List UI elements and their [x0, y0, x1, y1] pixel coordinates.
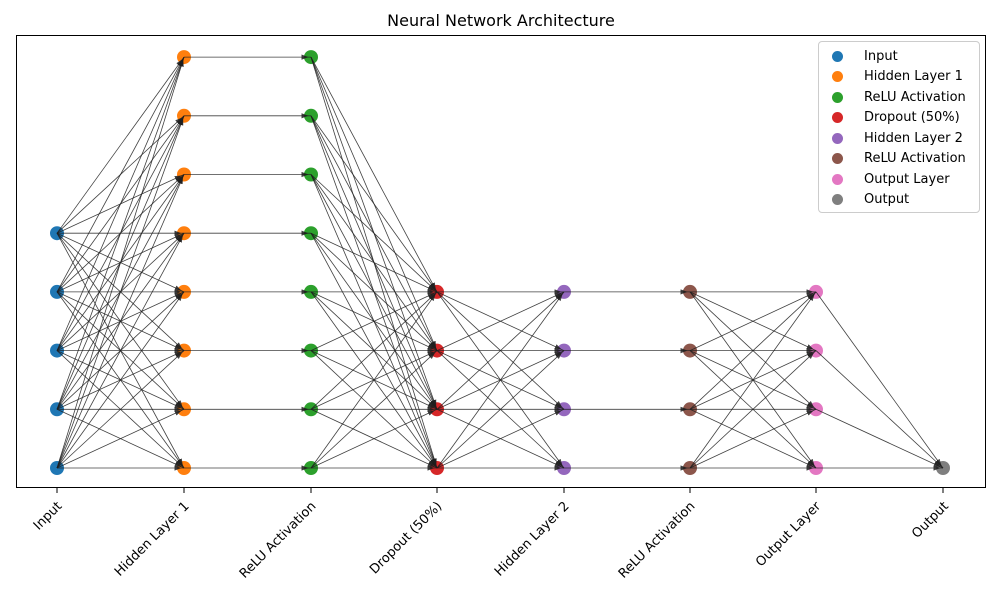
legend-label: Dropout (50%) [864, 110, 960, 126]
legend: Input Hidden Layer 1 ReLU Activation Dro… [818, 41, 980, 213]
legend-marker-icon [832, 112, 843, 124]
legend-marker-icon [832, 173, 843, 185]
legend-row: Hidden Layer 1 [819, 67, 979, 88]
legend-row: Input [819, 46, 979, 67]
legend-row: Dropout (50%) [819, 108, 979, 129]
legend-marker-icon [832, 71, 843, 83]
legend-marker-icon [832, 132, 843, 144]
legend-row: ReLU Activation [819, 87, 979, 108]
neuron-nodes [50, 50, 950, 475]
legend-label: Hidden Layer 1 [864, 69, 963, 85]
legend-row: ReLU Activation [819, 149, 979, 170]
legend-label: Output Layer [864, 171, 950, 187]
legend-label: ReLU Activation [864, 89, 966, 105]
legend-label: Hidden Layer 2 [864, 130, 963, 146]
legend-label: Input [864, 48, 898, 64]
legend-marker-icon [832, 91, 843, 103]
plot-title: Neural Network Architecture [387, 11, 615, 30]
legend-row: Output [819, 190, 979, 211]
connection-lines [56, 54, 944, 471]
legend-marker-icon [832, 50, 843, 62]
legend-row: Output Layer [819, 169, 979, 190]
legend-marker-icon [832, 194, 843, 206]
legend-label: ReLU Activation [864, 151, 966, 167]
x-axis-ticks [56, 488, 944, 493]
legend-marker-icon [832, 153, 843, 165]
legend-label: Output [864, 192, 910, 208]
legend-row: Hidden Layer 2 [819, 128, 979, 149]
axes-frame [16, 35, 986, 488]
